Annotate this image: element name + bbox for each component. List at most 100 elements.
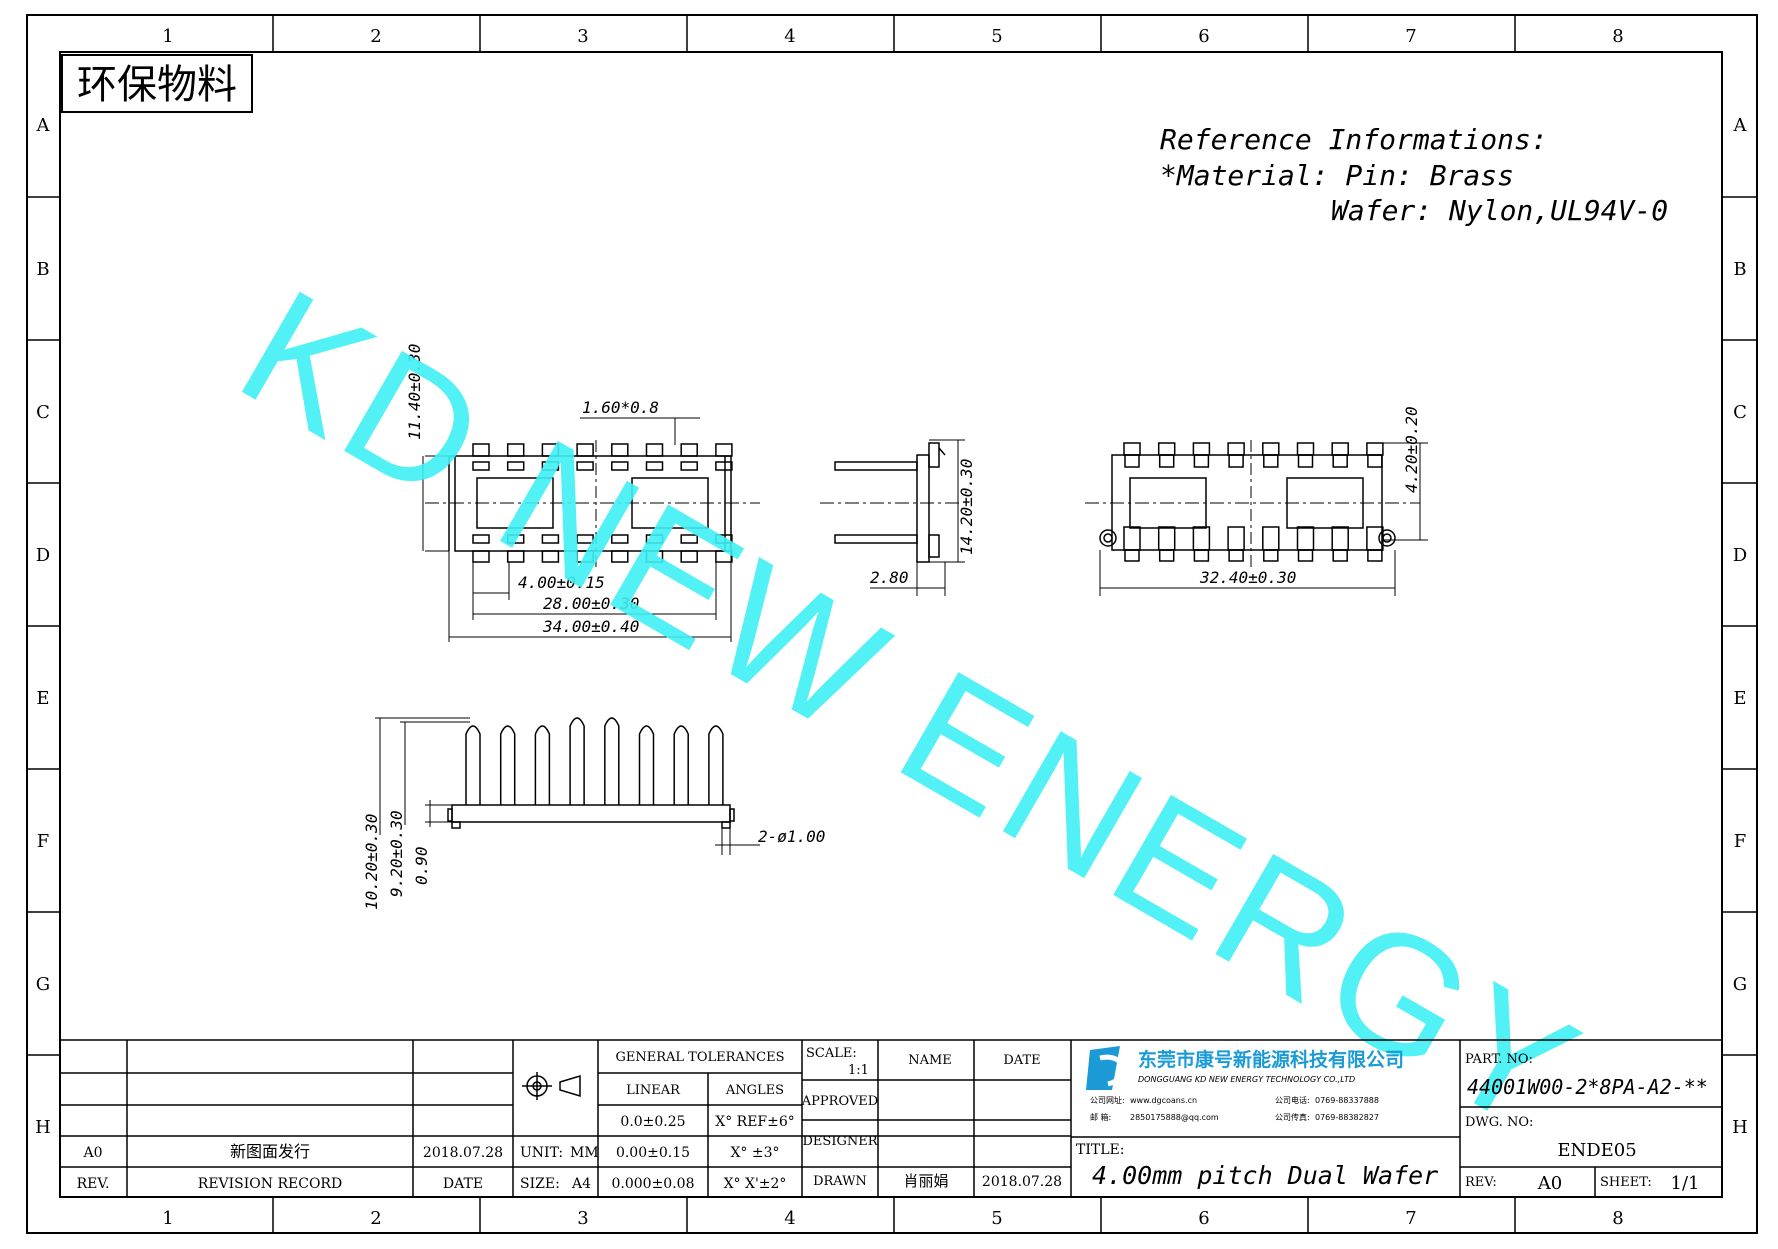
row-label: H (35, 1117, 51, 1138)
reference-title: Reference Informations: (1160, 123, 1548, 156)
pin-top (506, 443, 525, 457)
pin-front-top-inner (1158, 454, 1175, 468)
row-label: D (36, 545, 50, 566)
pin-slot-top (715, 461, 733, 471)
linear-header: LINEAR (626, 1083, 681, 1098)
col-label: 7 (1405, 1208, 1416, 1229)
reference-info: Reference Informations: *Material: Pin: … (1160, 123, 1668, 227)
pin-front-bottom (1227, 526, 1245, 551)
projection-symbol-icon (522, 1072, 581, 1100)
col-label: 6 (1198, 26, 1209, 47)
row-label: H (1732, 1117, 1748, 1138)
material-wafer: Wafer: Nylon,UL94V-0 (1331, 194, 1668, 227)
contact-label: 公司网址: (1090, 1095, 1125, 1105)
tol-linear-3: 0.000±0.08 (612, 1176, 695, 1192)
col-label: 7 (1405, 26, 1416, 47)
approved-label: APPROVED (801, 1094, 878, 1109)
row-dividers (27, 196, 1757, 1056)
side-view (820, 439, 965, 596)
row-label: C (1733, 402, 1747, 423)
stamp-box (61, 54, 253, 113)
title-label: TITLE: (1076, 1142, 1124, 1158)
outer-frame (26, 14, 1758, 1234)
dim-14-20: 14.20±0.30 (957, 459, 976, 555)
pin-slot-top (645, 461, 664, 471)
pin-top (645, 443, 664, 457)
pin-profile (604, 717, 620, 805)
revision-value: A0 (82, 1145, 102, 1161)
sheet-label: SHEET: (1600, 1175, 1652, 1190)
contact-value: 2850175888@qq.com (1130, 1113, 1219, 1122)
drawn-label: DRAWN (813, 1174, 867, 1189)
unit-label: UNIT: (520, 1145, 563, 1161)
pin-front-top (1262, 442, 1280, 456)
pin-bottom (680, 550, 698, 563)
dwg-number: ENDE05 (1557, 1140, 1636, 1161)
material-pin: *Material: Pin: Brass (1160, 159, 1514, 192)
pin-front-top (1227, 442, 1245, 456)
pin-profile (499, 725, 516, 805)
pin-bottom (645, 550, 664, 563)
row-label: D (1733, 545, 1747, 566)
contact-label: 公司电话: (1275, 1095, 1310, 1105)
dim-11-40: 11.40±0.30 (405, 344, 424, 440)
tol-angle-1: X° REF±6° (715, 1114, 795, 1130)
col-label: 1 (162, 1208, 173, 1229)
tol-linear-2: 0.00±0.15 (616, 1145, 690, 1161)
contact-value: 0769-88382827 (1315, 1113, 1379, 1122)
company-logo-icon (1086, 1046, 1126, 1090)
dim-34: 34.00±0.40 (542, 617, 639, 636)
row-label: B (36, 259, 49, 280)
pin-front-bottom-tail (1263, 549, 1279, 562)
col-label: 2 (370, 26, 381, 47)
company-name-cn: 东莞市康号新能源科技有限公司 (1138, 1048, 1404, 1071)
col-label: 4 (784, 26, 795, 47)
pin-front-top (1331, 442, 1349, 456)
pin-front-bottom (1366, 526, 1384, 551)
pin-front-bottom-tail (1297, 549, 1314, 562)
top-view-dims (422, 417, 732, 642)
dim-0-90: 0.90 (412, 846, 431, 885)
pin-front-bottom-tail (1332, 549, 1348, 562)
part-number: 44001W00-2*8PA-A2-** (1467, 1075, 1708, 1099)
revision-date: 2018.07.28 (423, 1145, 503, 1161)
sheet-value: 1/1 (1671, 1173, 1700, 1194)
contact-value: 0769-88337888 (1315, 1096, 1379, 1105)
pin-slot-bottom (506, 534, 525, 544)
pin-slot-top (541, 461, 560, 471)
pin-slot-top (576, 461, 594, 471)
row-label: G (1733, 974, 1747, 995)
drawn-date: 2018.07.28 (982, 1174, 1062, 1190)
pin-bottom (506, 550, 525, 563)
col-label: 6 (1198, 1208, 1209, 1229)
pin-front-top (1157, 442, 1176, 456)
eco-stamp: 环保物料 (77, 62, 237, 108)
col-label: 5 (991, 1208, 1002, 1229)
pin-top (715, 443, 733, 457)
row-label: A (36, 115, 51, 136)
pin-slot-top (506, 461, 525, 471)
dim-28: 28.00±0.30 (543, 594, 639, 613)
dim-32-40: 32.40±0.30 (1199, 568, 1296, 587)
size-label: SIZE: (520, 1176, 560, 1192)
pin-top (541, 443, 560, 457)
pin-profile (534, 725, 551, 805)
pin-slot-top (472, 461, 490, 471)
rev-label: REV: (1465, 1175, 1497, 1190)
contact-value: www.dgcoans.cn (1130, 1096, 1197, 1105)
column-dividers (272, 15, 1516, 1233)
date-col-header: DATE (1003, 1053, 1040, 1068)
col-label: 5 (991, 26, 1002, 47)
col-label: 8 (1612, 26, 1623, 47)
pin-slot-bottom (472, 534, 490, 544)
pin-front-bottom (1296, 526, 1315, 551)
dimension-labels: 1.60*0.8 4.00±0.15 28.00±0.30 34.00±0.40… (362, 344, 1421, 910)
company-name-en: DONGGUANG KD NEW ENERGY TECHNOLOGY CO.,L… (1138, 1075, 1355, 1084)
tol-angle-2: X° ±3° (730, 1145, 779, 1161)
pin-bottom (472, 550, 490, 563)
pin-bottom (715, 550, 733, 563)
pin-front-top (1366, 442, 1384, 456)
bottom-side-view (375, 717, 760, 855)
pin-front-bottom (1262, 526, 1280, 551)
row-labels: A B C D E F G H A B C D E F G H (35, 115, 1748, 1138)
